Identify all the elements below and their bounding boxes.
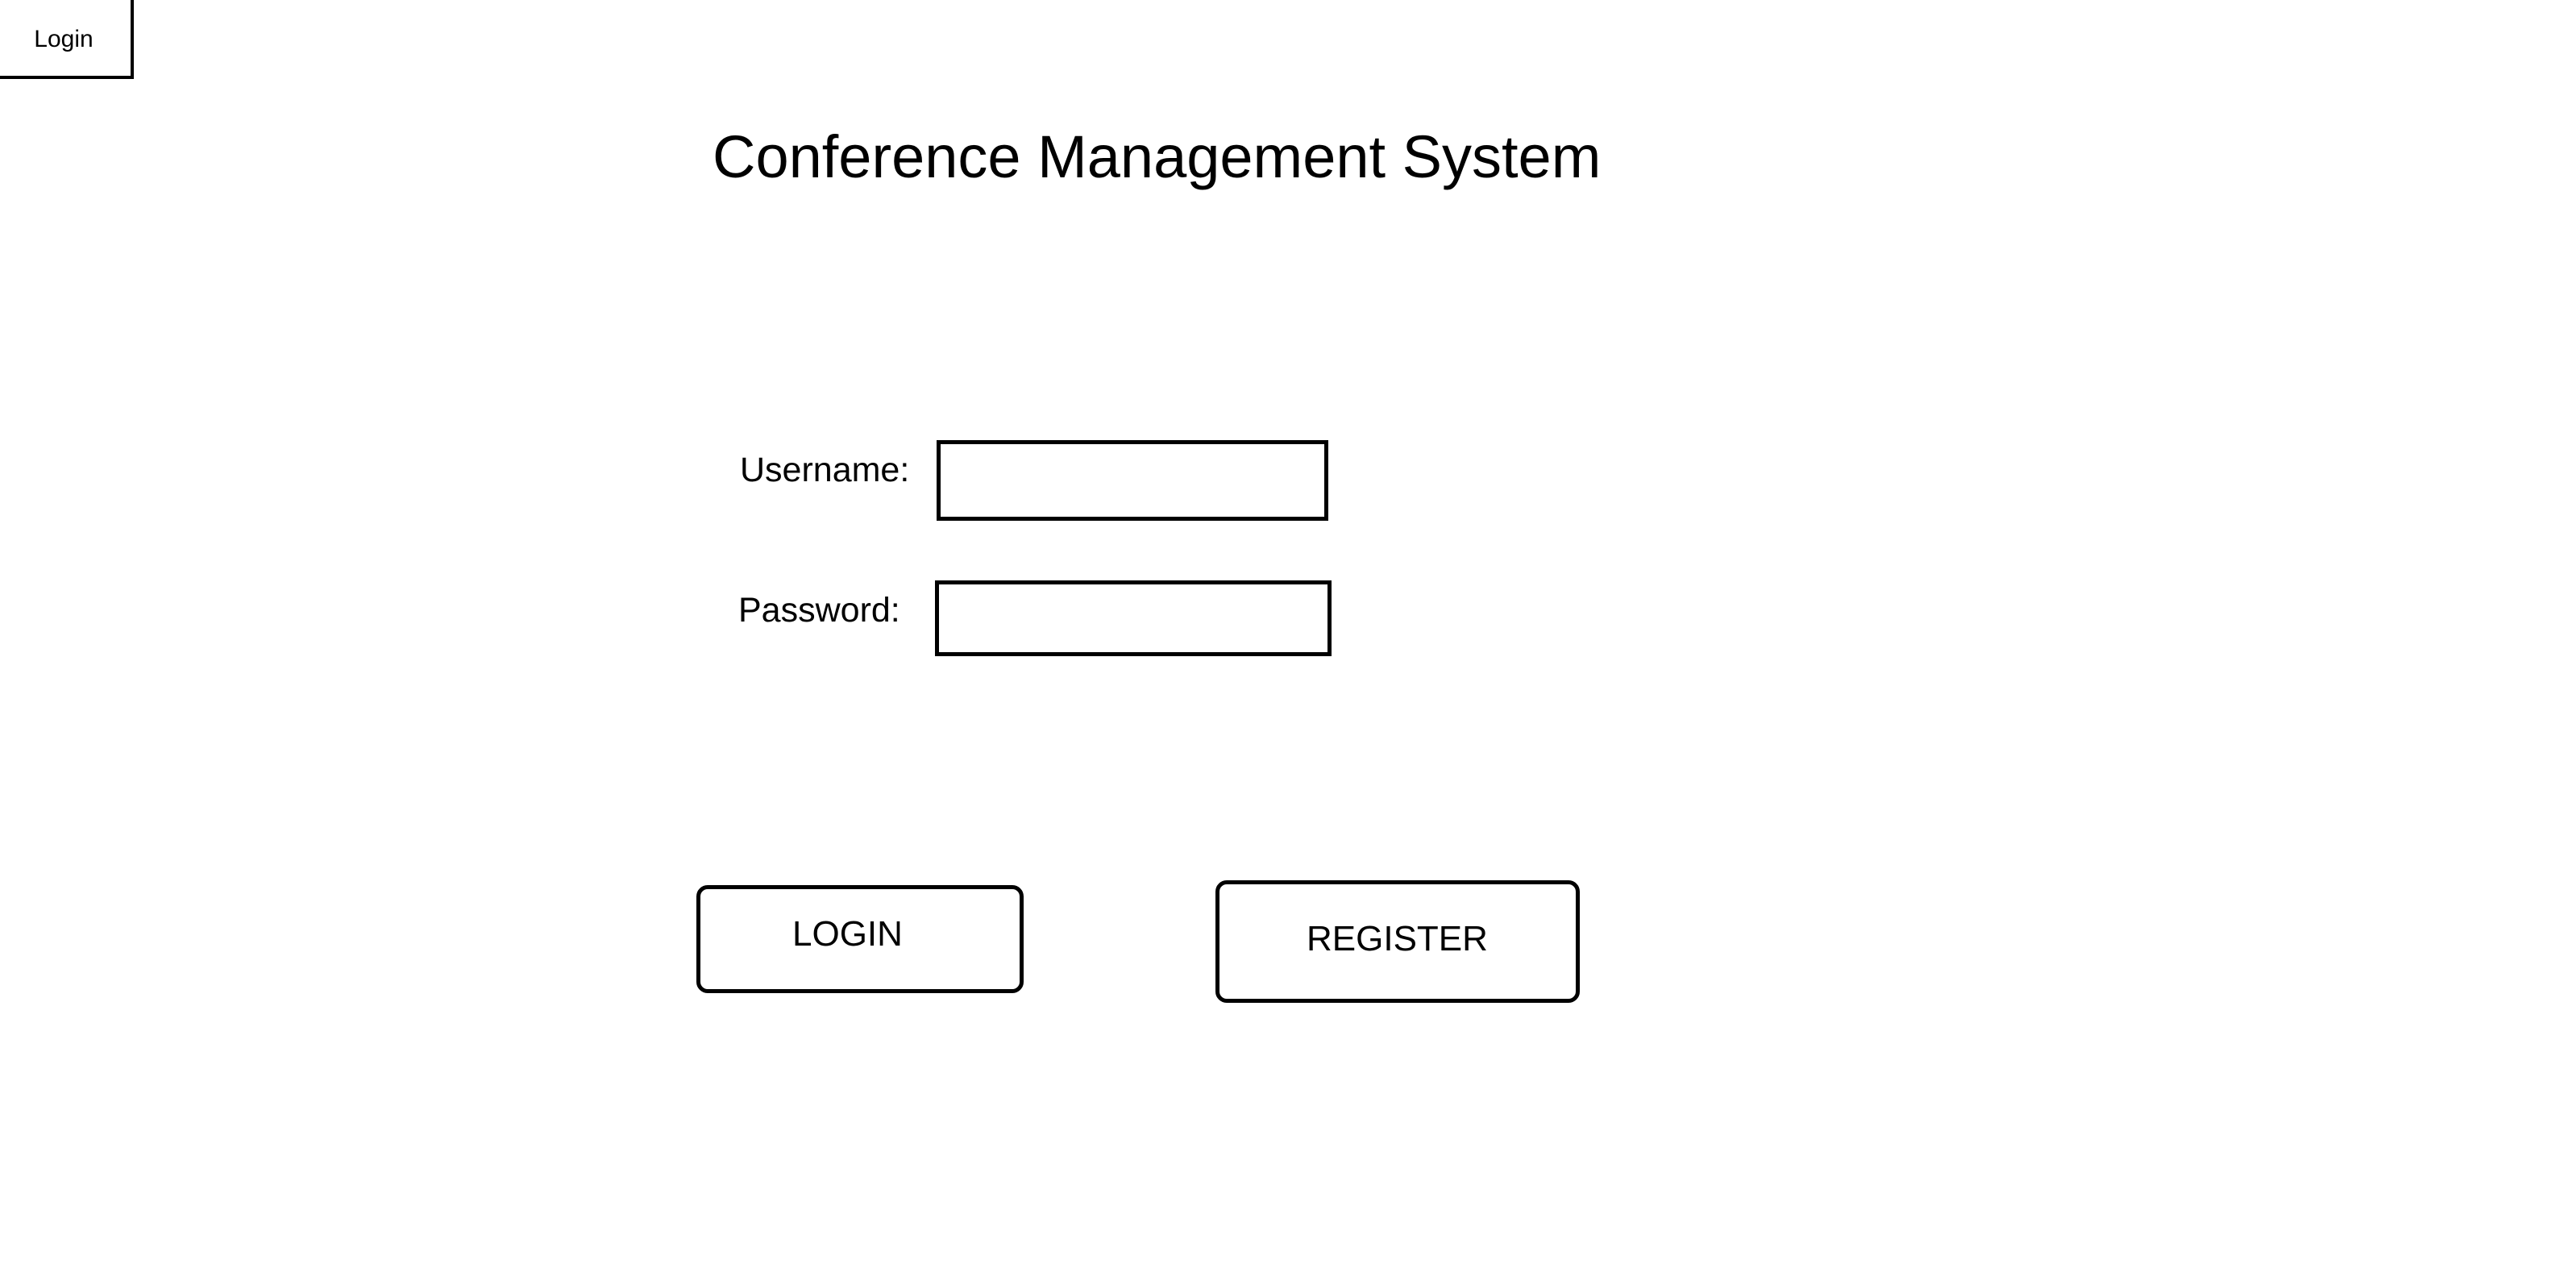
password-label: Password:	[738, 591, 900, 630]
register-button-label: REGISTER	[1307, 919, 1488, 958]
login-button-label: LOGIN	[792, 914, 903, 954]
password-input[interactable]	[935, 580, 1332, 656]
register-button[interactable]: REGISTER	[1215, 880, 1580, 1003]
page-title: Conference Management System	[713, 123, 1602, 190]
page-tag-label: Login	[34, 26, 93, 52]
username-label: Username:	[740, 451, 910, 489]
page-tag: Login	[0, 0, 134, 79]
username-input[interactable]	[937, 440, 1328, 521]
login-button[interactable]: LOGIN	[696, 885, 1024, 993]
